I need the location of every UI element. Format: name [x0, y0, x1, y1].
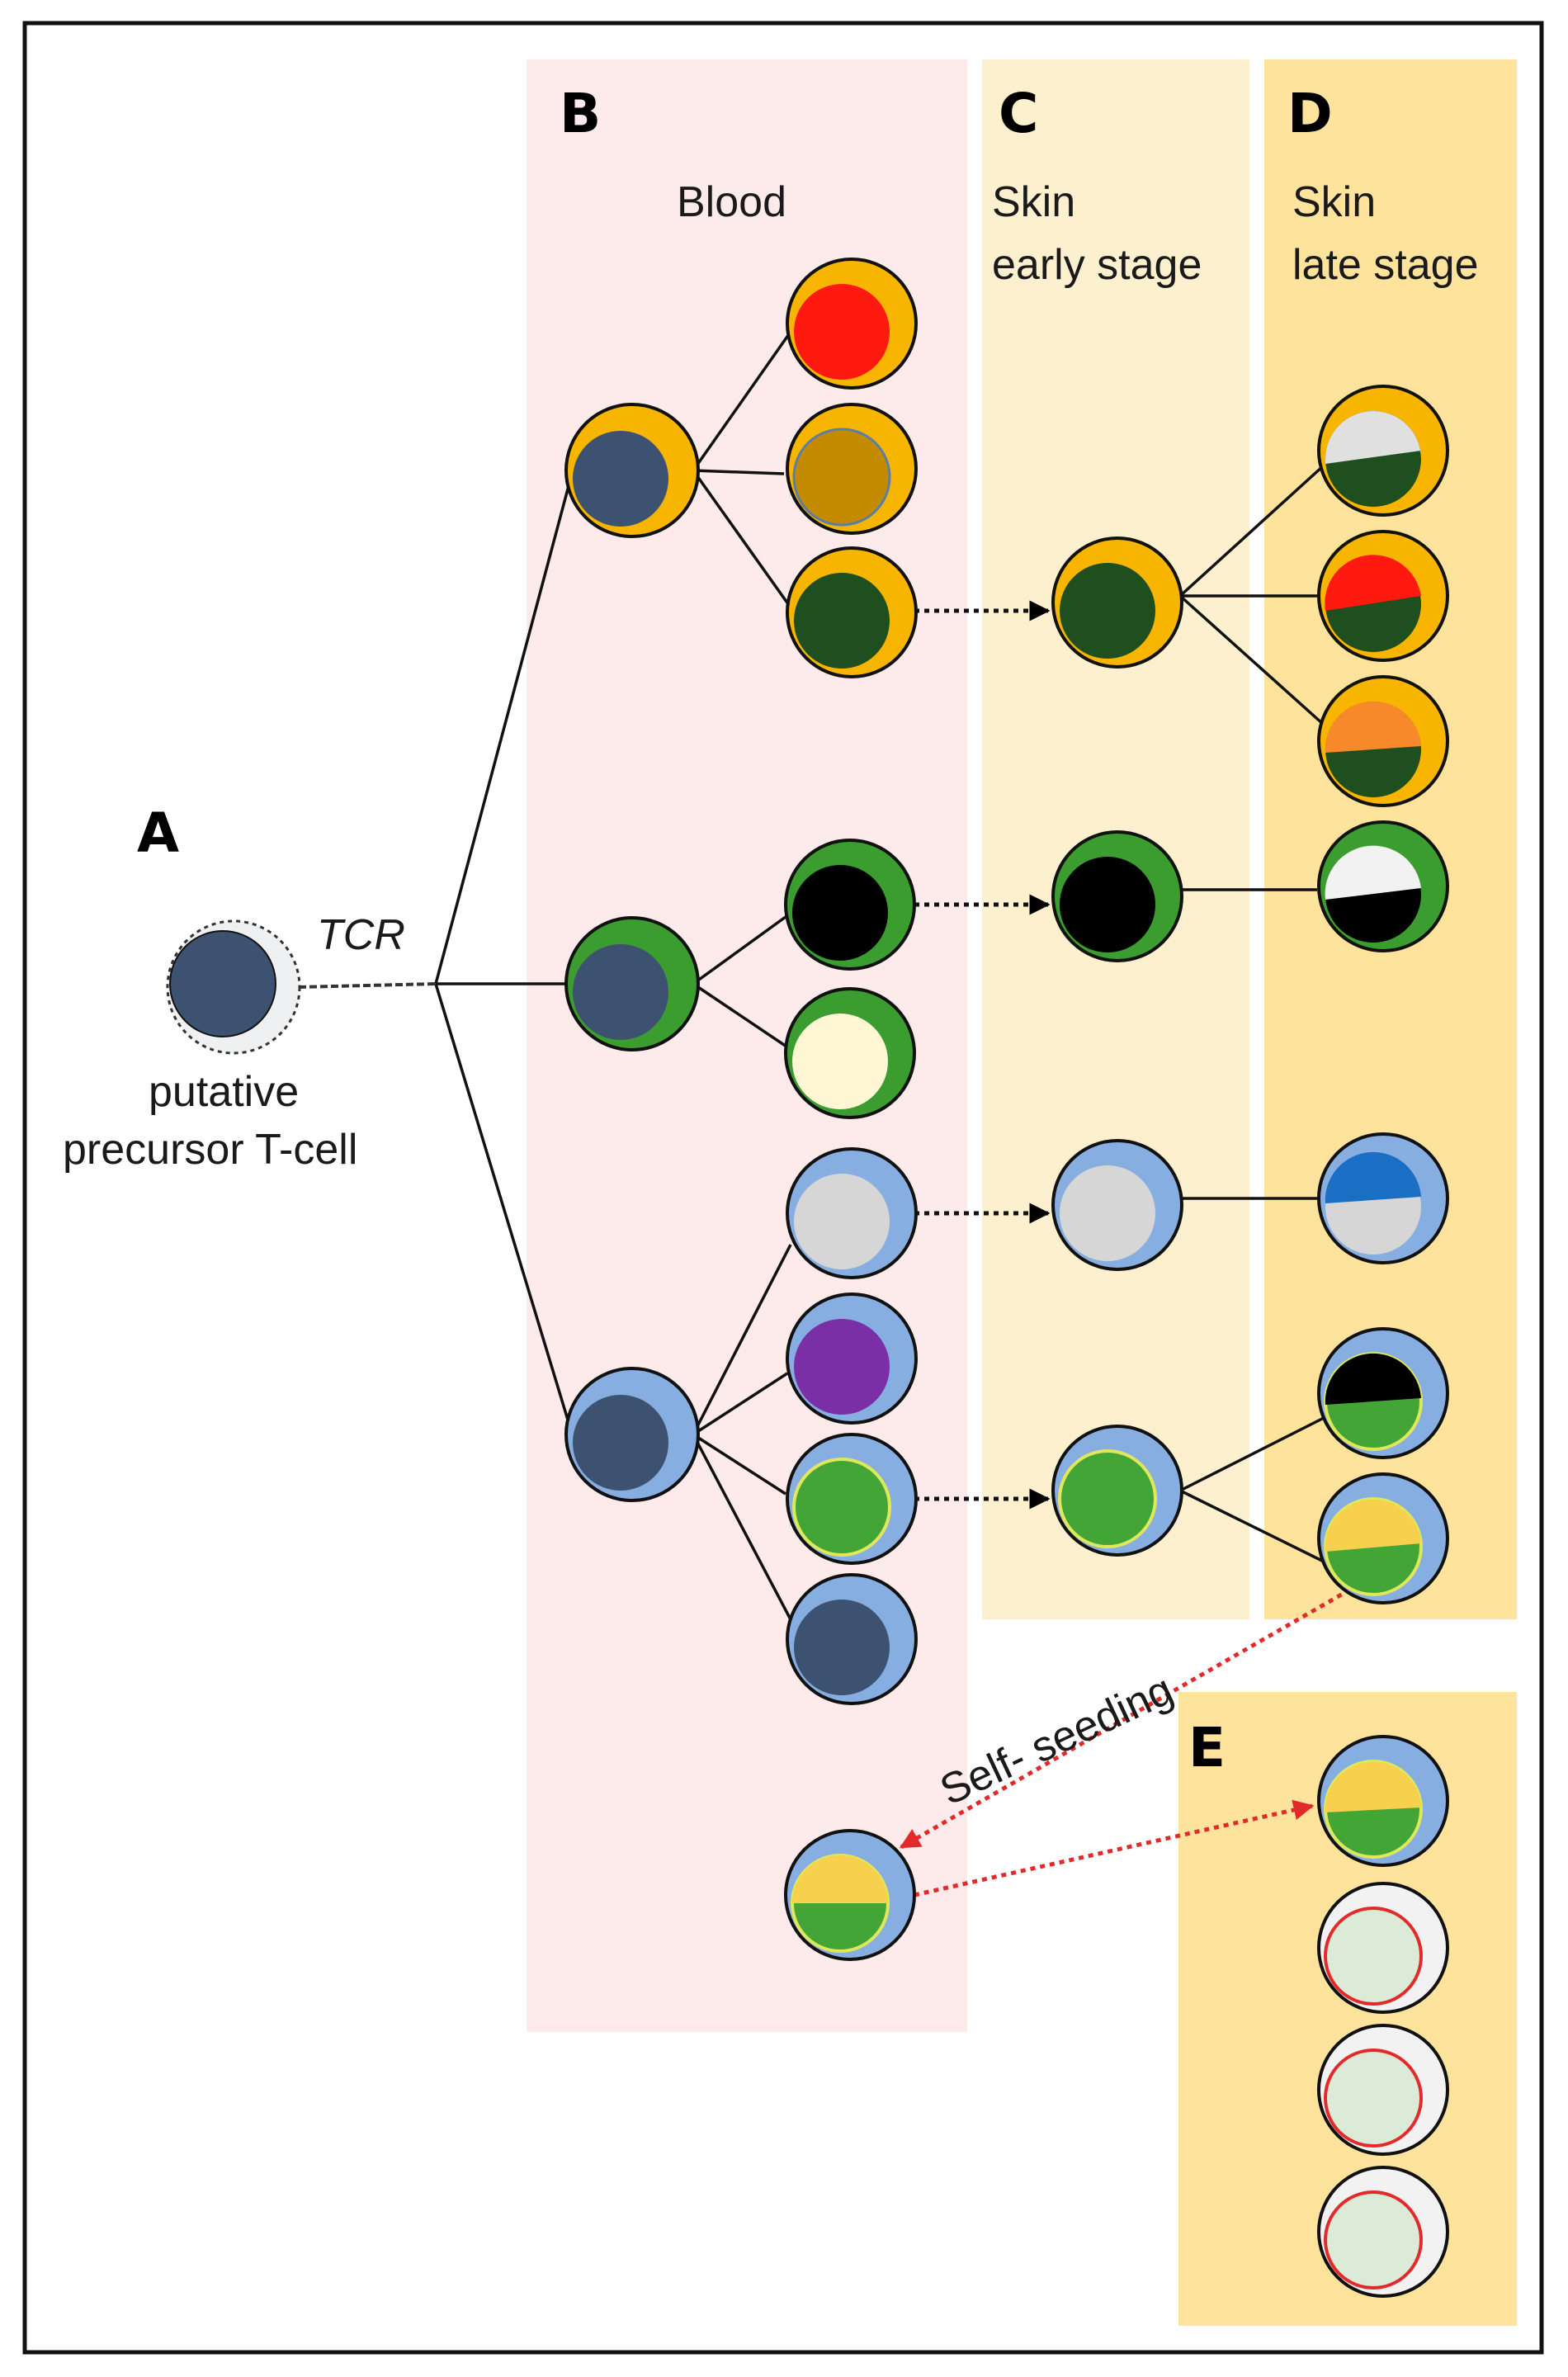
cell-orange-red: [786, 258, 918, 390]
reseeding-arrow: [914, 1799, 1315, 1897]
lineage-lines: [434, 330, 1325, 1623]
cell-green-cream: [784, 987, 916, 1119]
cell-blue-gray: [786, 1147, 918, 1279]
cell-reseeded-blood: [784, 1829, 916, 1961]
branch-line: [692, 1434, 794, 1623]
panel-gap: [967, 1836, 987, 1902]
cell-skin-late-blue-gray: [1317, 1132, 1449, 1264]
cell-blue-purple: [786, 1292, 918, 1425]
panel-d-letter: D: [1287, 82, 1333, 145]
branch-line: [434, 983, 574, 1437]
panel-c-title-line1: Skin: [992, 178, 1075, 226]
cell-e-normal: [1317, 1882, 1449, 2014]
branch-line: [1178, 594, 1325, 726]
cell-skin-early-orange: [1051, 536, 1183, 669]
precursor-label-line1: putative: [149, 1068, 299, 1116]
cell-skin-early-green: [1051, 830, 1183, 962]
branch-line: [692, 1372, 788, 1436]
precursor-cell: [166, 919, 301, 1055]
precursor-label-line2: precursor T-cell: [63, 1126, 357, 1174]
branch-line: [692, 913, 791, 985]
cell-blue-dark: [786, 1573, 918, 1705]
branch-line: [692, 469, 792, 609]
cell-skin-late-gray-darkgreen: [1317, 385, 1449, 517]
cell-skin-late-red-darkgreen: [1317, 530, 1449, 662]
migration-arrows: [914, 600, 1051, 1510]
cell-e-normal: [1317, 2166, 1449, 2298]
cell-e-normal: [1317, 2024, 1449, 2156]
panel-headings: B Blood C Skin early stage D Skin late s…: [137, 82, 1479, 1779]
cell-parent-orange: [564, 403, 700, 538]
branch-line: [1179, 1416, 1325, 1492]
branch-line: [1178, 464, 1325, 598]
branch-line: [692, 1244, 792, 1435]
panel-e-letter: E: [1188, 1716, 1226, 1779]
cell-orange-darkgreen: [786, 546, 918, 678]
branch-line: [1179, 1489, 1325, 1563]
panel-b-letter: B: [560, 82, 601, 145]
panel-c-title-line2: early stage: [992, 241, 1202, 289]
branch-line: [434, 470, 574, 985]
cell-parent-green: [564, 916, 700, 1051]
panel-backgrounds: [527, 59, 1517, 2326]
panel-d-title-line1: Skin: [1292, 178, 1376, 226]
cell-parent-blue: [564, 1367, 700, 1502]
branch-line: [692, 469, 785, 475]
cell-skin-early-blue-green: [1051, 1425, 1183, 1557]
tcr-label: TCR: [317, 911, 405, 959]
panel-a-letter: A: [137, 801, 179, 865]
cell-skin-early-blue-gray: [1051, 1139, 1183, 1271]
self-seeding-arrows: [899, 1587, 1352, 1897]
cell-skin-late-black-green: [1317, 1327, 1449, 1459]
cell-skin-late-white-black: [1317, 820, 1449, 952]
branch-line: [692, 330, 792, 472]
cell-orange-ochre: [786, 403, 918, 535]
panel-b-title: Blood: [677, 178, 786, 226]
cell-blue-green: [786, 1433, 918, 1565]
branch-line: [692, 982, 790, 1050]
cell-green-black: [784, 839, 916, 971]
cell-skin-late-orange-darkgreen: [1317, 675, 1449, 807]
panel-d-title-line2: late stage: [1292, 241, 1479, 289]
branch-line: [692, 1433, 786, 1496]
self-seeding-arrow: [899, 1587, 1352, 1850]
cell-e-reseeded: [1317, 1735, 1449, 1867]
panel-c-letter: C: [999, 82, 1038, 145]
tcr-connector: [298, 982, 437, 989]
cell-skin-late-yellow-green: [1317, 1472, 1449, 1604]
